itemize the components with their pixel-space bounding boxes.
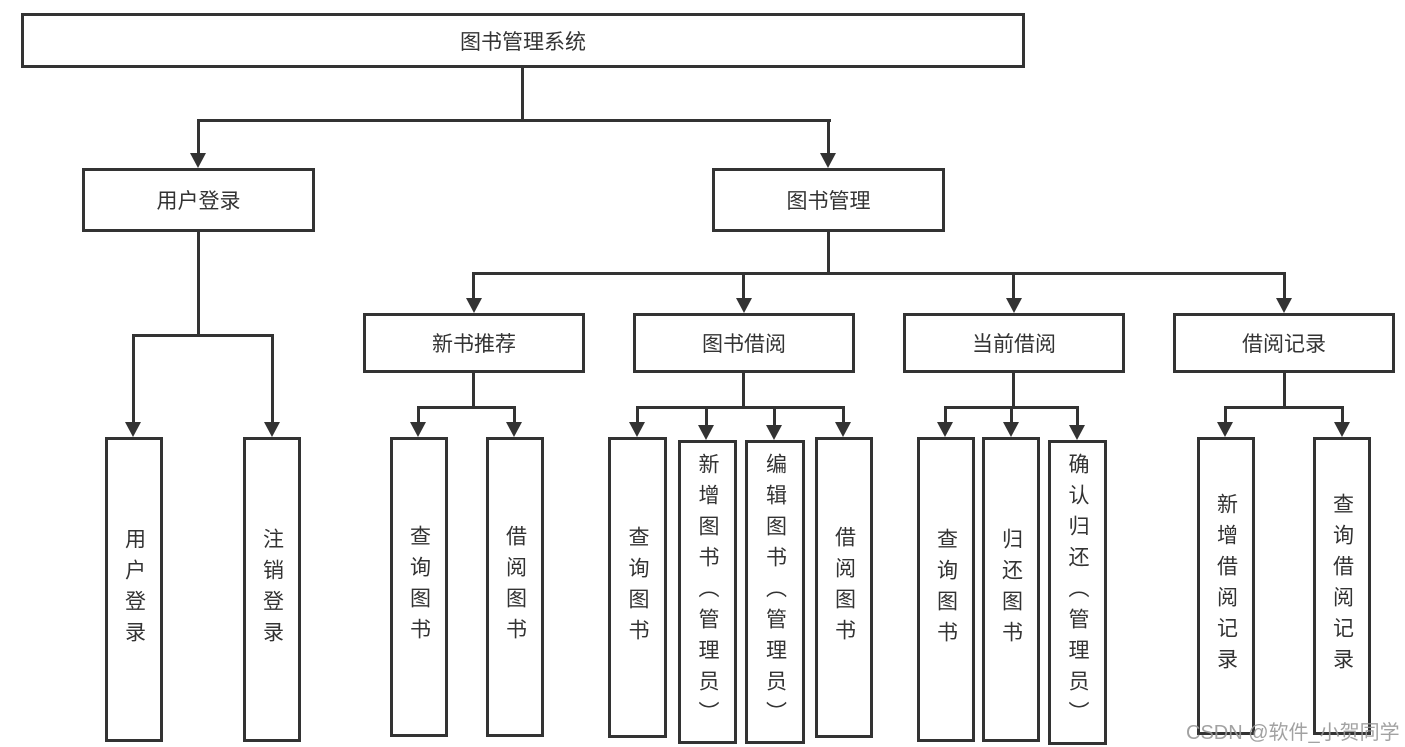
connector-line [1283, 373, 1286, 409]
connector-line [1076, 406, 1079, 426]
arrowhead-down [1217, 422, 1233, 437]
watermark: CSDN @软件_小贺同学 [1186, 722, 1400, 744]
arrowhead-down [736, 298, 752, 313]
leaf-label: 借阅图书 [832, 525, 856, 650]
node-book-borrow: 图书借阅 [633, 313, 855, 373]
connector-line [132, 334, 274, 337]
leaf-label: 确认归还（管理员） [1066, 453, 1089, 732]
connector-line [1010, 406, 1013, 424]
connector-line [705, 406, 708, 426]
leaf-label: 注销登录 [260, 527, 284, 652]
node-user-login: 用户登录 [82, 168, 315, 232]
arrowhead-down [506, 422, 522, 437]
connector-line [742, 272, 745, 300]
leaf-label: 编辑图书（管理员） [763, 452, 787, 732]
connector-line [472, 272, 1286, 275]
arrowhead-down [835, 422, 851, 437]
arrowhead-down [1006, 298, 1022, 313]
leaf-label: 查询借阅记录 [1330, 493, 1354, 679]
connector-line [827, 119, 830, 155]
node-book-management: 图书管理 [712, 168, 945, 232]
arrowhead-down [125, 422, 141, 437]
connector-line [132, 334, 135, 424]
connector-line [636, 406, 845, 409]
connector-line [842, 406, 845, 424]
arrowhead-down [1069, 425, 1085, 440]
arrowhead-down [1003, 422, 1019, 437]
connector-line [197, 232, 200, 336]
connector-line [944, 406, 947, 424]
connector-line [1224, 406, 1344, 409]
arrowhead-down [937, 422, 953, 437]
arrowhead-down [410, 422, 426, 437]
connector-line [827, 232, 830, 275]
connector-line [271, 334, 274, 424]
arrowhead-down [698, 425, 714, 440]
leaf-nbr-query-book: 查询图书 [390, 437, 448, 737]
arrowhead-down [629, 422, 645, 437]
leaf-cb-query-book: 查询图书 [917, 437, 975, 742]
connector-line [1224, 406, 1227, 424]
connector-line [472, 272, 475, 300]
connector-line [197, 119, 831, 122]
connector-line [773, 406, 776, 426]
connector-line [472, 373, 475, 409]
leaf-label: 用户登录 [122, 527, 146, 652]
leaf-nbr-borrow-book: 借阅图书 [486, 437, 544, 737]
leaf-label: 借阅图书 [503, 525, 527, 649]
arrowhead-down [1276, 298, 1292, 313]
leaf-label: 归还图书 [999, 527, 1023, 652]
leaf-label: 新增借阅记录 [1214, 493, 1238, 679]
arrowhead-down [190, 153, 206, 168]
connector-line [1283, 272, 1286, 300]
arrowhead-down [264, 422, 280, 437]
leaf-bb-edit-book-admin: 编辑图书（管理员） [745, 440, 805, 744]
leaf-logout: 注销登录 [243, 437, 301, 742]
leaf-br-add-record: 新增借阅记录 [1197, 437, 1255, 735]
leaf-cb-return-book: 归还图书 [982, 437, 1040, 742]
connector-line [742, 373, 745, 409]
node-new-book-recommend: 新书推荐 [363, 313, 585, 373]
arrowhead-down [466, 298, 482, 313]
leaf-label: 查询图书 [407, 525, 431, 649]
leaf-bb-query-book: 查询图书 [608, 437, 667, 738]
connector-line [636, 406, 639, 424]
arrowhead-down [820, 153, 836, 168]
leaf-cb-confirm-return-admin: 确认归还（管理员） [1048, 440, 1107, 745]
leaf-label: 查询图书 [934, 527, 958, 652]
arrowhead-down [766, 425, 782, 440]
node-root: 图书管理系统 [21, 13, 1025, 68]
connector-line [417, 406, 420, 424]
leaf-bb-borrow-book: 借阅图书 [815, 437, 873, 738]
connector-line [521, 68, 524, 122]
arrowhead-down [1334, 422, 1350, 437]
connector-line [1341, 406, 1344, 424]
leaf-label: 查询图书 [626, 525, 649, 650]
connector-line [1012, 373, 1015, 409]
leaf-br-query-record: 查询借阅记录 [1313, 437, 1371, 735]
connector-line [1012, 272, 1015, 300]
node-borrow-records: 借阅记录 [1173, 313, 1395, 373]
connector-line [513, 406, 516, 424]
leaf-label: 新增图书（管理员） [696, 452, 719, 732]
leaf-bb-add-book-admin: 新增图书（管理员） [678, 440, 737, 744]
node-current-borrow: 当前借阅 [903, 313, 1125, 373]
connector-line [197, 119, 200, 155]
connector-line [417, 406, 516, 409]
leaf-user-login: 用户登录 [105, 437, 163, 742]
